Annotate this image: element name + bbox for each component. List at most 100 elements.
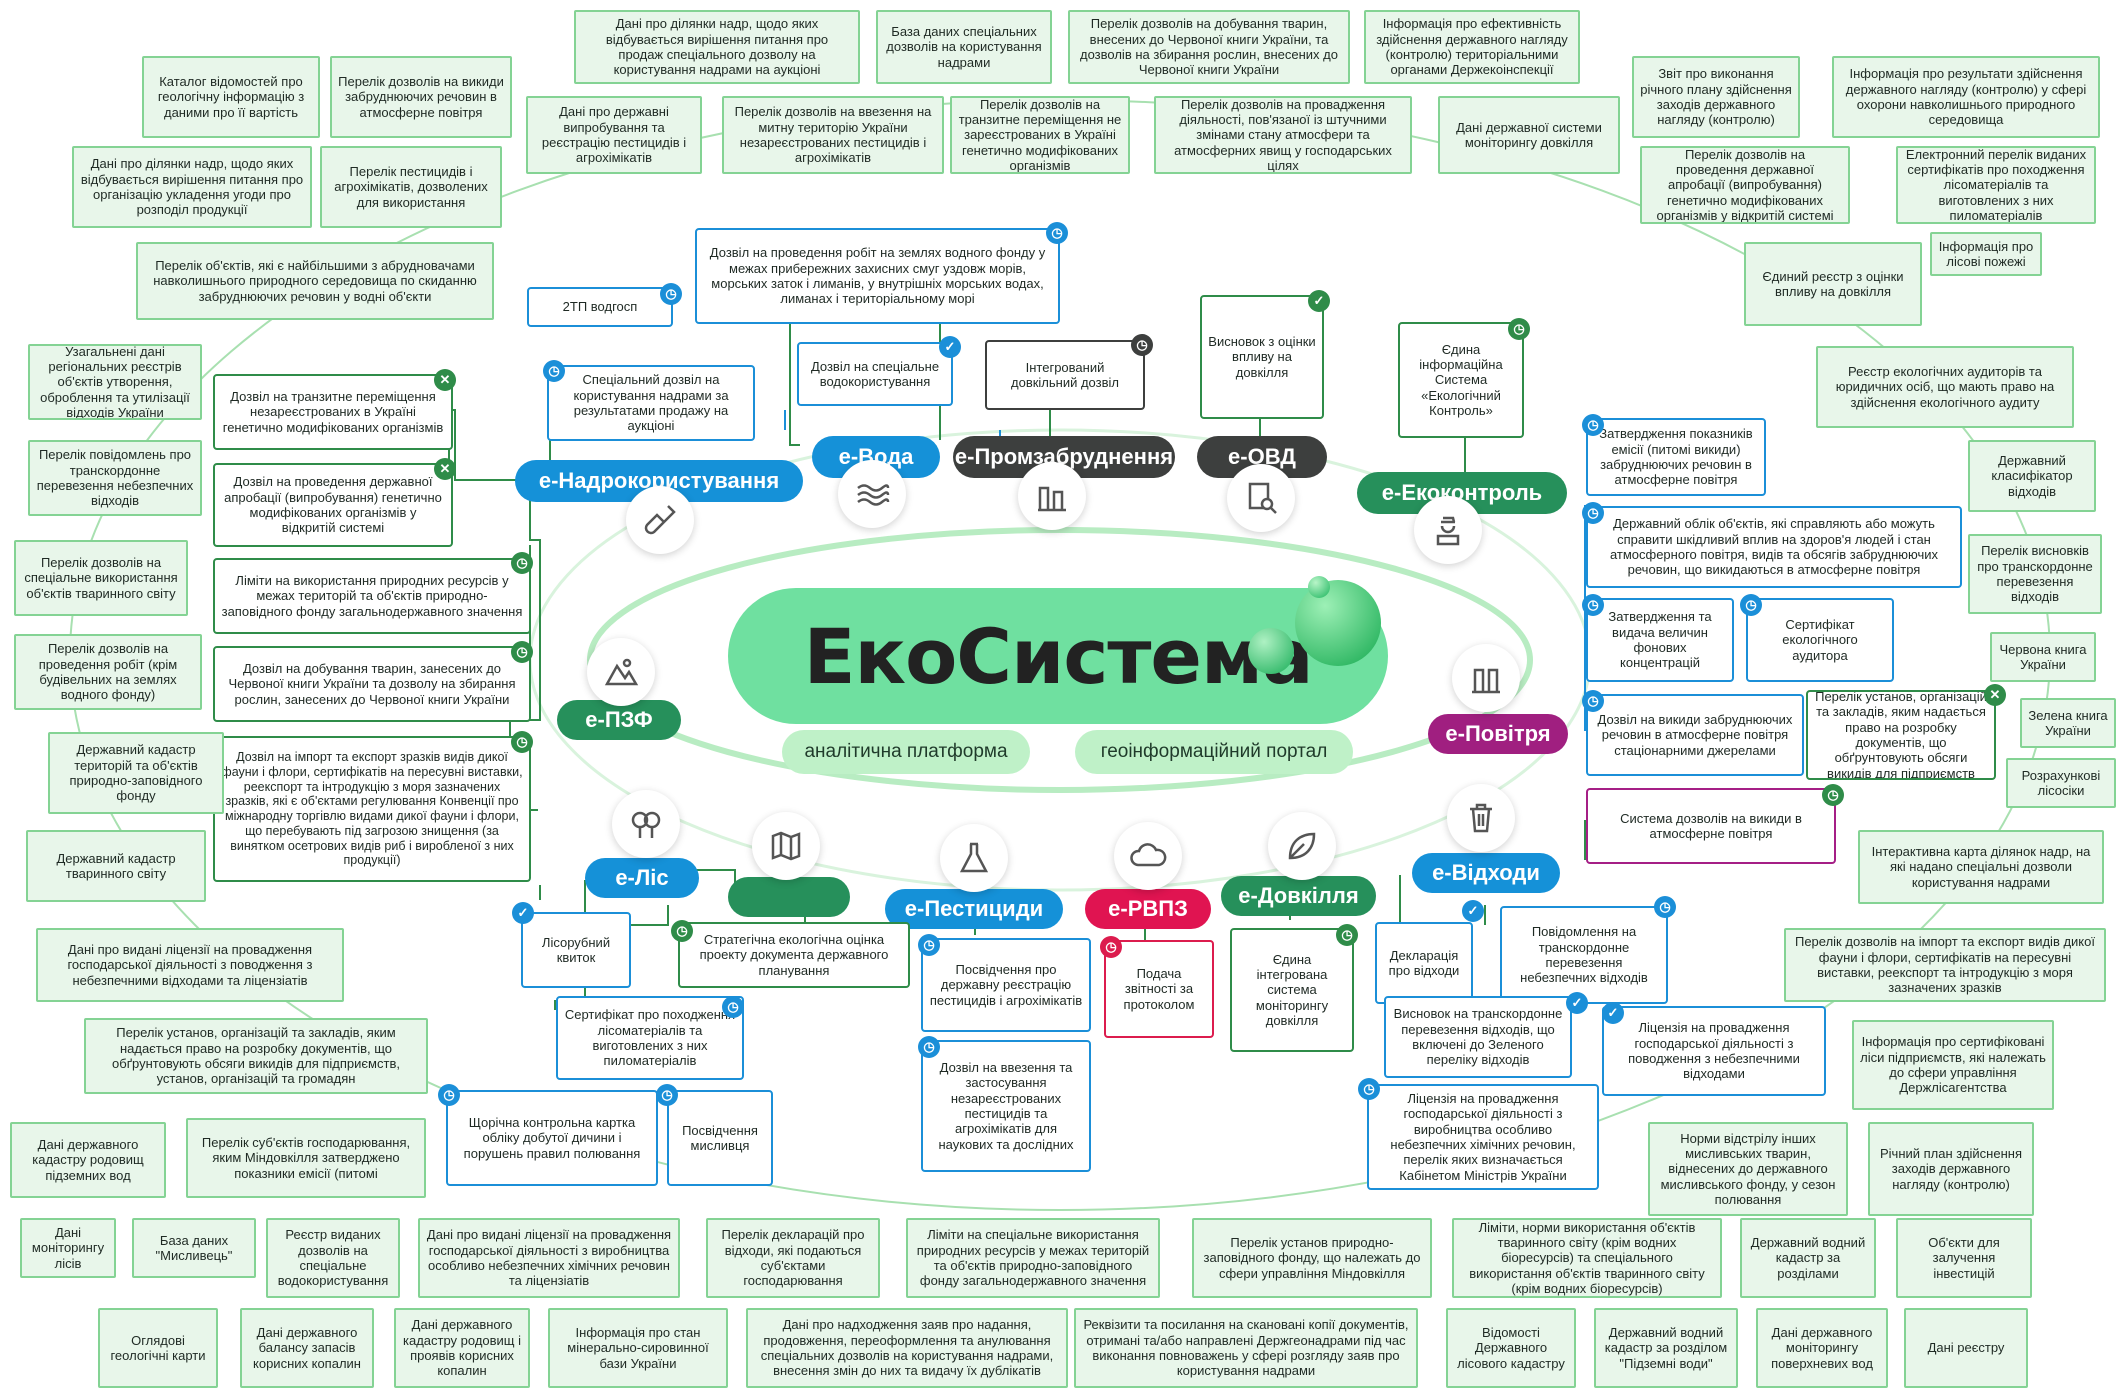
registry-r17[interactable]: Електронний перелік виданих сертифікатів… [1896, 146, 2096, 224]
registry-r22[interactable]: Реєстр екологічних аудиторів та юридични… [1816, 346, 2074, 428]
registry-r20[interactable]: Інформація про лісові пожежі [1930, 232, 2042, 276]
registry-r14[interactable]: Дані про ділянки надр, щодо яких відбува… [72, 146, 312, 228]
service-litsenziia-vidkh[interactable]: Ліцензія на провадження господарської ді… [1602, 1006, 1826, 1096]
service-voda-spets[interactable]: Дозвіл на спеціальне водокористування [797, 342, 953, 406]
registry-r32[interactable]: Державний кадастр тваринного світу [26, 830, 206, 902]
registry-r56[interactable]: Дані про надходження заяв про надання, п… [746, 1308, 1068, 1388]
registry-r18[interactable]: Перелік об'єктів, які є найбільшими з аб… [136, 242, 494, 320]
registry-r60[interactable]: Дані державного моніторингу поверхневих … [1756, 1308, 1888, 1388]
registry-r50[interactable]: Державний водний кадастр за розділами [1740, 1218, 1876, 1298]
service-derzh-oblik[interactable]: Державний облік об'єктів, які справляють… [1586, 506, 1962, 588]
module-e-seo[interactable] [728, 877, 850, 917]
module-e-lis[interactable]: е-Ліс [585, 858, 699, 898]
service-podacha-zvit[interactable]: Подача звітності за протоколом [1104, 940, 1214, 1038]
registry-r24[interactable]: Державний класифікатор відходів [1968, 440, 2096, 512]
registry-r01[interactable]: Дані про ділянки надр, щодо яких відбува… [574, 10, 860, 84]
service-litsenziia-khim[interactable]: Ліцензія на провадження господарської ді… [1367, 1084, 1599, 1190]
registry-r40[interactable]: Норми відстрілу інших мисливських тварин… [1648, 1122, 1848, 1216]
registry-r46[interactable]: Перелік декларацій про відходи, які пода… [706, 1218, 880, 1298]
registry-r44[interactable]: Реєстр виданих дозволів на спеціальне во… [266, 1218, 400, 1298]
registry-r10[interactable]: Перелік дозволів на провадження діяльнос… [1154, 96, 1412, 174]
service-shchorichna[interactable]: Щорічна контрольна картка обліку добутої… [446, 1090, 658, 1186]
registry-r27[interactable]: Перелік дозволів на проведення робіт (кр… [14, 634, 202, 710]
service-systema-vykydy[interactable]: Система дозволів на викиди в атмосферне … [1586, 788, 1836, 864]
service-fonovi[interactable]: Затвердження та видача величин фонових к… [1586, 598, 1734, 682]
registry-r30[interactable]: Державний кадастр територій та об'єктів … [48, 732, 224, 814]
service-pereli-ustanov[interactable]: Перелік установ, організацій та закладів… [1806, 690, 1996, 780]
service-vysnovok-transkord[interactable]: Висновок на транскордонне перевезення ві… [1384, 996, 1572, 1078]
service-gmo-tranzyt[interactable]: Дозвіл на транзитне переміщення незареєс… [213, 374, 453, 450]
service-posv-myslyvtsia[interactable]: Посвідчення мисливця [667, 1090, 773, 1186]
module-e-pzf[interactable]: е-ПЗФ [557, 700, 681, 740]
service-gmo-aprobatsiia[interactable]: Дозвіл на проведення державної апробації… [213, 463, 453, 547]
registry-r36[interactable]: Перелік установ, організацій та закладів… [84, 1018, 428, 1094]
module-e-povitria[interactable]: е-Повітря [1428, 714, 1568, 754]
registry-r08[interactable]: Перелік дозволів на ввезення на митну те… [722, 96, 944, 174]
module-e-vidkhody[interactable]: е-Відходи [1412, 853, 1560, 893]
module-e-pestytsydy[interactable]: е-Пестициди [885, 889, 1063, 929]
service-chervona-dobuvannia[interactable]: Дозвіл на добування тварин, занесених до… [213, 646, 531, 722]
registry-r26[interactable]: Перелік висновків про транскордонне пере… [1968, 534, 2102, 614]
service-seo[interactable]: Стратегічна екологічна оцінка проекту до… [678, 922, 910, 988]
registry-r48[interactable]: Перелік установ природно-заповідного фон… [1192, 1218, 1432, 1298]
registry-r03[interactable]: Перелік дозволів на добування тварин, вн… [1068, 10, 1350, 84]
service-lisorubnyi[interactable]: Лісорубний квиток [521, 912, 631, 988]
module-e-ekokontrol[interactable]: е-Екоконтроль [1357, 472, 1567, 514]
registry-r43[interactable]: База даних "Мисливець" [132, 1218, 256, 1278]
service-voda-robit[interactable]: Дозвіл на проведення робіт на землях вод… [695, 228, 1060, 324]
registry-r41[interactable]: Річний план здійснення заходів державног… [1868, 1122, 2034, 1216]
service-2tp-vodhosp[interactable]: 2ТП водгосп [527, 287, 673, 327]
geoportal-pill[interactable]: геоінформаційний портал [1075, 730, 1353, 774]
registry-r11[interactable]: Дані державної системи моніторингу довкі… [1438, 96, 1620, 174]
service-integr-dozvil[interactable]: Інтегрований довкільний дозвіл [985, 340, 1145, 410]
service-posv-pestytsydy[interactable]: Посвідчення про державну реєстрацію пест… [921, 938, 1091, 1032]
registry-r59[interactable]: Державний водний кадастр за розділом "Пі… [1594, 1308, 1738, 1388]
service-yedyna-ekokontrol[interactable]: Єдина інформаційна Система «Екологічний … [1398, 322, 1524, 438]
registry-r19[interactable]: Єдиний реєстр з оцінки впливу на довкілл… [1744, 242, 1922, 326]
analytics-platform-pill[interactable]: аналітична платформа [782, 730, 1030, 774]
registry-r37[interactable]: Інформація про сертифіковані ліси підпри… [1852, 1020, 2054, 1110]
service-vykydy[interactable]: Дозвіл на викиди забруднюючих речовин в … [1586, 694, 1804, 776]
registry-r49[interactable]: Ліміти, норми використання об'єктів твар… [1452, 1218, 1722, 1298]
service-zatv-emisii[interactable]: Затвердження показників емісії (питомі в… [1586, 418, 1766, 496]
registry-r33[interactable]: Інтерактивна карта ділянок надр, на які … [1858, 830, 2104, 904]
registry-r12[interactable]: Звіт про виконання річного плану здійсне… [1632, 56, 1800, 138]
registry-r21[interactable]: Узагальнені дані регіональних реєстрів о… [28, 344, 202, 420]
registry-r52[interactable]: Оглядові геологічні карти [98, 1308, 218, 1388]
registry-r31[interactable]: Розрахункові лісосіки [2006, 758, 2116, 808]
registry-r13[interactable]: Інформація про результати здійснення дер… [1832, 56, 2100, 138]
registry-r23[interactable]: Перелік повідомлень про транскордонне пе… [28, 440, 202, 516]
registry-r54[interactable]: Дані державного кадастру родовищ і прояв… [394, 1308, 530, 1388]
registry-r04[interactable]: Інформація про ефективність здійснення д… [1364, 10, 1580, 84]
registry-r55[interactable]: Інформація про стан мінерально-сировинно… [548, 1308, 728, 1388]
registry-r53[interactable]: Дані державного балансу запасів корисних… [240, 1308, 374, 1388]
service-vysnovok-ovd[interactable]: Висновок з оцінки впливу на довкілля [1200, 295, 1324, 419]
service-audytor[interactable]: Сертифікат екологічного аудитора [1746, 598, 1894, 682]
service-cites[interactable]: Дозвіл на імпорт та експорт зразків виді… [213, 736, 531, 882]
registry-r15[interactable]: Перелік пестицидів і агрохімікатів, дозв… [320, 146, 502, 228]
registry-r58[interactable]: Відомості Державного лісового кадастру [1446, 1308, 1576, 1388]
registry-r42[interactable]: Дані моніторингу лісів [20, 1218, 116, 1278]
registry-r16[interactable]: Перелік дозволів на проведення державної… [1640, 146, 1850, 224]
registry-r51[interactable]: Об'єкти для залучення інвестицій [1896, 1218, 2032, 1298]
registry-r45[interactable]: Дані про видані ліцензії на провадження … [418, 1218, 680, 1298]
registry-r25[interactable]: Перелік дозволів на спеціальне використа… [14, 540, 188, 616]
service-limity-pzf[interactable]: Ліміти на використання природних ресурсі… [213, 558, 531, 634]
registry-r39[interactable]: Перелік суб'єктів господарювання, яким М… [186, 1118, 426, 1198]
module-e-rvpz[interactable]: е-РВПЗ [1085, 889, 1211, 929]
service-sertyf-lis[interactable]: Сертифікат про походження лісоматеріалів… [556, 996, 744, 1080]
service-povidomlennia[interactable]: Повідомлення на транскордонне перевезенн… [1500, 906, 1668, 1004]
registry-r28[interactable]: Червона книга України [1990, 632, 2096, 682]
registry-r35[interactable]: Перелік дозволів на імпорт та експорт ви… [1784, 928, 2106, 1002]
registry-r07[interactable]: Дані про державні випробування та реєстр… [526, 96, 702, 174]
registry-r05[interactable]: Каталог відомостей про геологічну інформ… [142, 56, 320, 138]
service-vvezennia-pest[interactable]: Дозвіл на ввезення та застосування незар… [921, 1040, 1091, 1172]
registry-r06[interactable]: Перелік дозволів на викиди забруднюючих … [330, 56, 512, 138]
service-yedyna-monitor[interactable]: Єдина інтегрована система моніторингу до… [1230, 928, 1354, 1052]
registry-r47[interactable]: Ліміти на спеціальне використання природ… [906, 1218, 1160, 1298]
registry-r34[interactable]: Дані про видані ліцензії на провадження … [36, 928, 344, 1002]
registry-r29[interactable]: Зелена книга України [2020, 698, 2116, 748]
module-e-dovkillia[interactable]: е-Довкілля [1221, 876, 1376, 916]
service-spets-dozvil[interactable]: Спеціальний дозвіл на користування надра… [547, 365, 755, 441]
registry-r57[interactable]: Реквізити та посилання на скановані копі… [1074, 1308, 1418, 1388]
